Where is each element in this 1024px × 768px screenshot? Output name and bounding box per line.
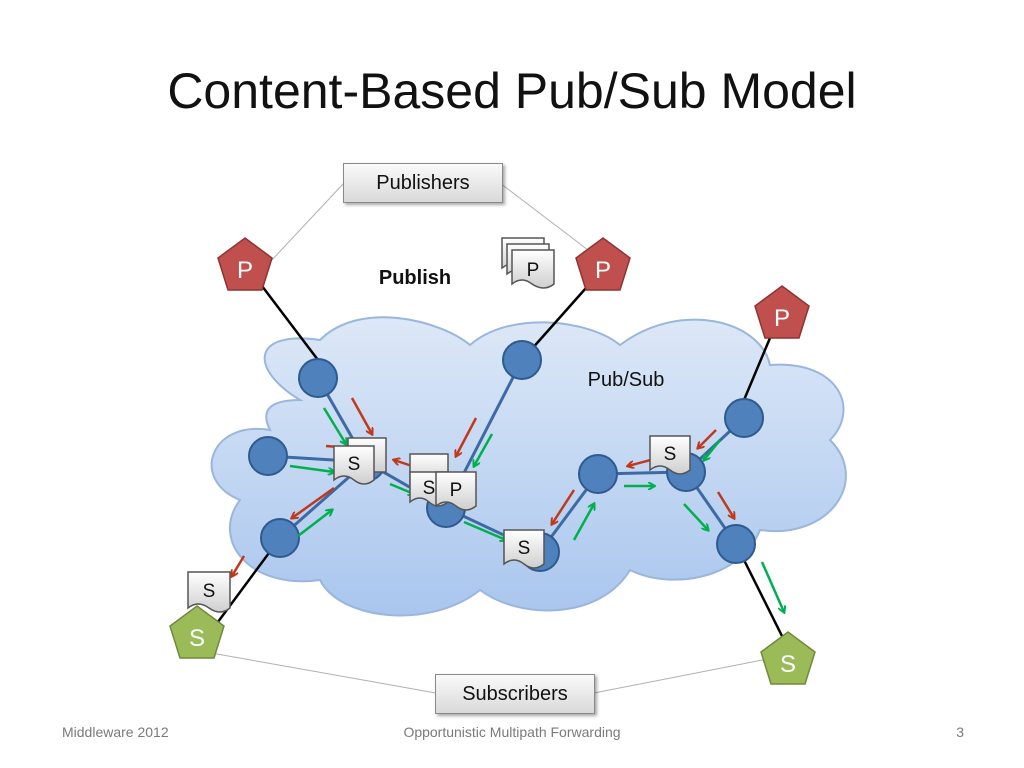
- message-letter: P: [527, 260, 540, 281]
- footer-center: Opportunistic Multipath Forwarding: [403, 724, 621, 740]
- message-letter: S: [348, 454, 361, 475]
- publication-arrows: [289, 407, 784, 612]
- broker-node: [260, 518, 300, 558]
- message-letter: S: [203, 581, 216, 602]
- publisher-letter: P: [237, 257, 253, 284]
- publish-label: Publish: [379, 267, 451, 289]
- slide-title: Content-Based Pub/Sub Model: [167, 63, 857, 119]
- broker-node: [716, 524, 756, 564]
- message-letter: P: [450, 480, 463, 501]
- subscription-arrows: [232, 397, 734, 576]
- subscription-message: S: [187, 571, 231, 613]
- subscription-message: S: [503, 529, 545, 569]
- cloud-label: Pub/Sub: [588, 369, 665, 391]
- publication-message: P: [435, 471, 477, 511]
- subscribers-label: Subscribers: [435, 674, 595, 714]
- publication-message-stack: P: [501, 237, 555, 289]
- message-letter: S: [518, 538, 531, 559]
- message-letter: S: [664, 444, 677, 465]
- subscriber-node: S: [169, 605, 225, 659]
- pubsub-cloud: [210, 316, 847, 617]
- publishers-label: Publishers: [343, 163, 503, 203]
- publisher-letter: P: [774, 305, 790, 332]
- publisher-node: P: [575, 237, 631, 291]
- message-documents: P S S P S S S: [187, 237, 691, 613]
- publisher-node: P: [217, 237, 273, 291]
- subscriber-node: S: [760, 631, 816, 685]
- footer-left: Middleware 2012: [62, 724, 169, 740]
- subscriber-letter: S: [780, 651, 796, 678]
- publisher-node: P: [754, 285, 810, 339]
- subscription-message: S: [333, 437, 387, 485]
- subscription-message: S: [649, 435, 691, 475]
- publisher-letter: P: [595, 257, 611, 284]
- subscribers: S S: [169, 605, 816, 685]
- broker-node: [578, 454, 618, 494]
- broker-node: [502, 340, 542, 380]
- broker-node: [724, 398, 764, 438]
- subscriber-letter: S: [189, 625, 205, 652]
- broker-node: [298, 358, 338, 398]
- message-letter: S: [423, 478, 436, 499]
- broker-node: [248, 436, 288, 476]
- page-number: 3: [956, 724, 964, 740]
- publishers: P P P: [217, 237, 810, 339]
- label-connectors: [199, 182, 789, 694]
